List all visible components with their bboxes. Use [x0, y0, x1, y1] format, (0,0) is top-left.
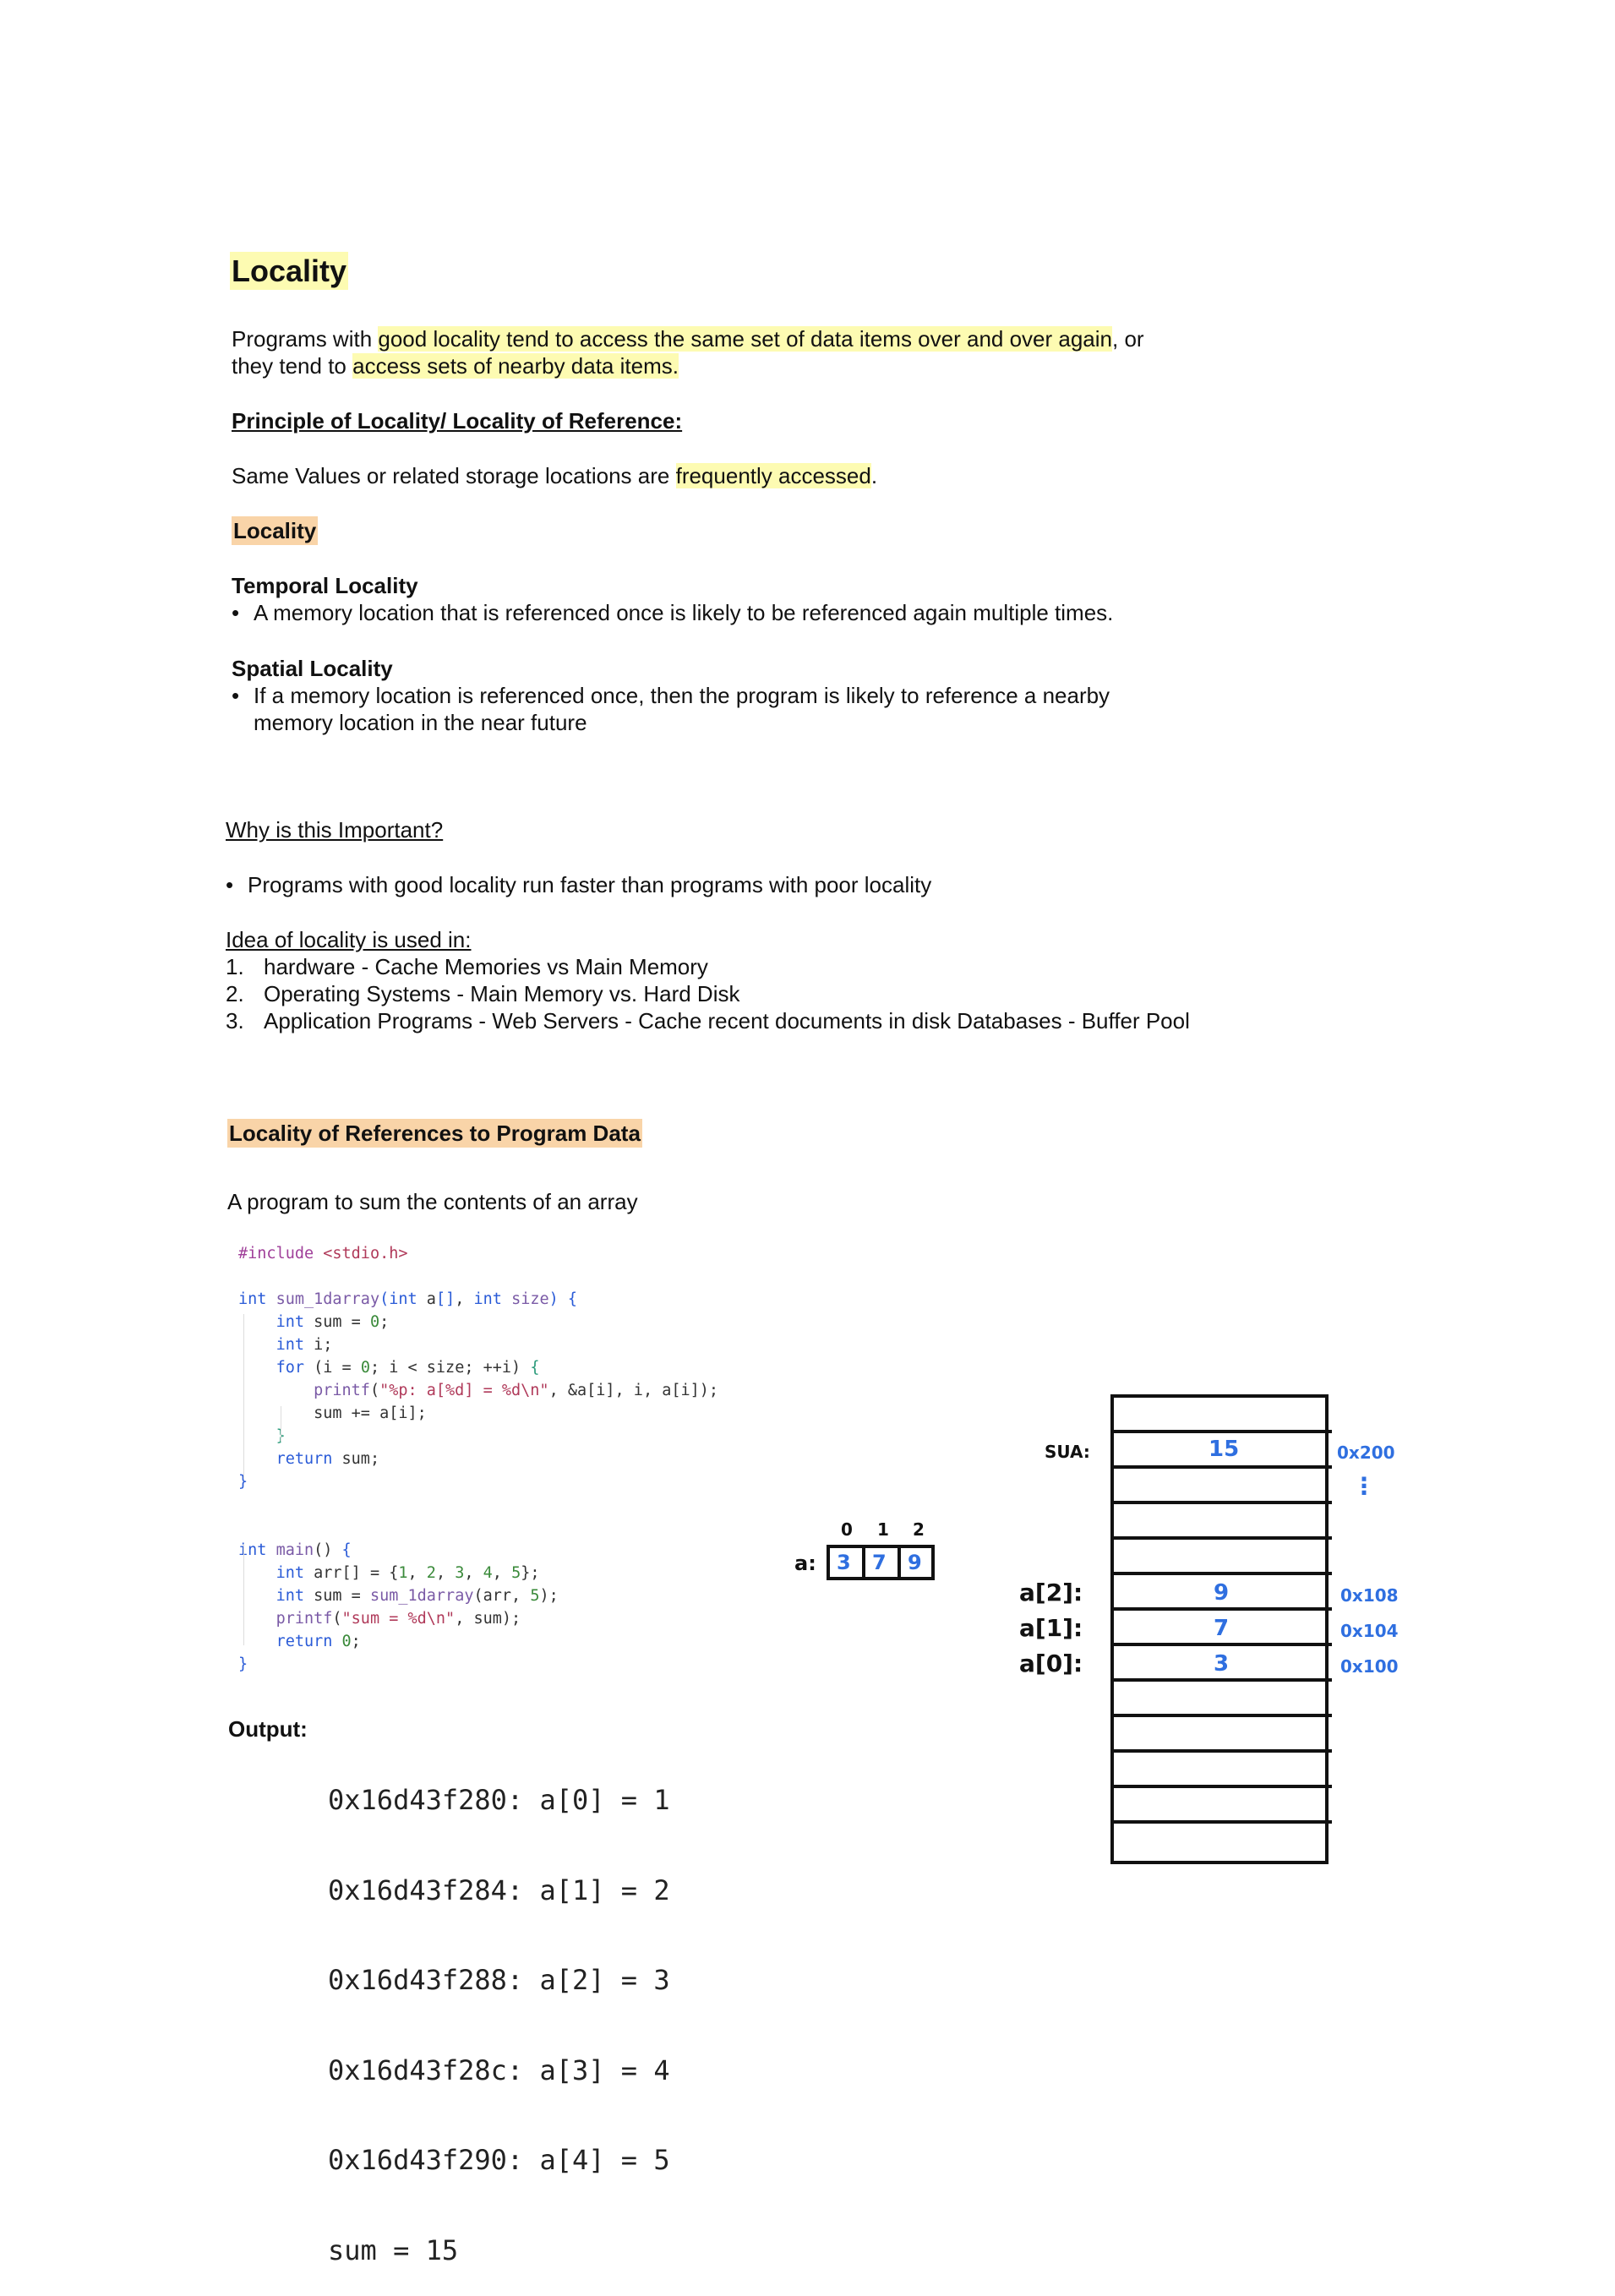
- principle-heading: Principle of Locality/ Locality of Refer…: [232, 408, 683, 434]
- output-block: 0x16d43f280: a[0] = 1 0x16d43f284: a[1] …: [328, 1726, 670, 2296]
- array-box: 3 7 9: [827, 1545, 935, 1580]
- memory-stack: [1110, 1394, 1332, 1864]
- array-index: 0: [841, 1519, 853, 1540]
- memory-address-a2: 0x108: [1340, 1585, 1399, 1606]
- output-line: 0x16d43f28c: a[3] = 4: [328, 2053, 670, 2086]
- why-heading: Why is this Important?: [226, 817, 444, 843]
- memory-address-a0: 0x100: [1340, 1656, 1399, 1677]
- spatial-heading: Spatial Locality: [232, 656, 393, 681]
- idea-list: 1.hardware - Cache Memories vs Main Memo…: [226, 953, 1190, 1034]
- principle-text: Same Values or related storage locations…: [232, 463, 878, 488]
- array-value: 3: [837, 1551, 851, 1574]
- memory-address-sum: 0x200: [1337, 1442, 1395, 1463]
- temporal-heading: Temporal Locality: [232, 573, 418, 598]
- array-index: 1: [877, 1519, 889, 1540]
- output-label: Output:: [228, 1716, 308, 1742]
- array-value: 9: [908, 1551, 922, 1574]
- temporal-bullet: •A memory location that is referenced on…: [232, 600, 1114, 625]
- page-title: Locality: [230, 252, 349, 290]
- array-label: a:: [794, 1552, 816, 1575]
- memory-address-dots: ⋮: [1352, 1472, 1376, 1500]
- output-line: 0x16d43f288: a[2] = 3: [328, 1964, 670, 1996]
- output-line: sum = 15: [328, 2233, 459, 2266]
- memory-value-sum: 15: [1209, 1437, 1240, 1462]
- memory-value-a2: 9: [1214, 1580, 1230, 1606]
- memory-value-a0: 3: [1214, 1651, 1230, 1677]
- memory-label-a0: a[0]:: [1019, 1650, 1083, 1677]
- section-subtitle: A program to sum the contents of an arra…: [227, 1189, 638, 1214]
- intro-paragraph: Programs with good locality tend to acce…: [232, 326, 1144, 379]
- locality-heading: Locality: [232, 516, 319, 545]
- list-item: 3.Application Programs - Web Servers - C…: [226, 1008, 1190, 1033]
- memory-label-sum: SUA:: [1045, 1442, 1090, 1462]
- memory-address-a1: 0x104: [1340, 1621, 1399, 1641]
- output-line: 0x16d43f290: a[4] = 5: [328, 2144, 670, 2176]
- idea-heading: Idea of locality is used in:: [226, 927, 472, 952]
- section-heading: Locality of References to Program Data: [227, 1119, 642, 1148]
- list-item: 2.Operating Systems - Main Memory vs. Ha…: [226, 981, 740, 1006]
- why-bullet: •Programs with good locality run faster …: [226, 872, 932, 897]
- memory-value-a1: 7: [1214, 1616, 1230, 1641]
- memory-label-a1: a[1]:: [1019, 1614, 1083, 1642]
- array-value: 7: [872, 1551, 887, 1574]
- spatial-bullet: •If a memory location is referenced once…: [232, 683, 1110, 735]
- output-line: 0x16d43f280: a[0] = 1: [328, 1784, 670, 1816]
- output-line: 0x16d43f284: a[1] = 2: [328, 1873, 670, 1906]
- list-item: 1.hardware - Cache Memories vs Main Memo…: [226, 954, 708, 979]
- array-index: 2: [913, 1519, 925, 1540]
- code-block: #include <stdio.h> int sum_1darray(int a…: [238, 1245, 719, 1673]
- memory-label-a2: a[2]:: [1019, 1579, 1083, 1606]
